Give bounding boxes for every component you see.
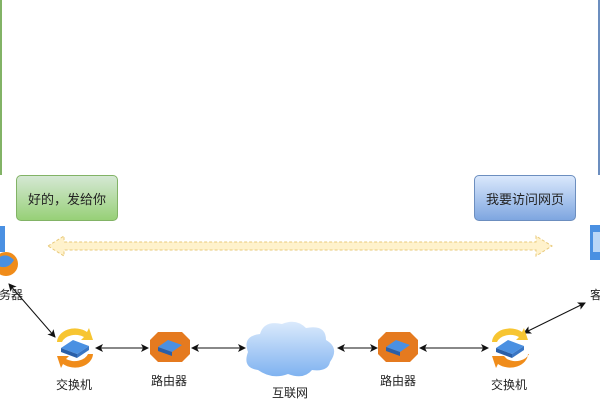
router-right-label: 路由器 [380,374,417,388]
data-flow-arrow [47,235,553,257]
internet-cloud-icon [246,321,335,377]
client-request-message: 我要访问网页 [474,175,576,221]
router-right-icon [378,332,418,362]
client-icon [590,225,600,260]
router-left-label: 路由器 [151,374,188,388]
server-reply-message: 好的，发给你 [16,175,118,221]
links [8,283,586,352]
server-label: 务器 [0,288,24,302]
switch-right-icon [492,328,529,368]
switch-left-icon [57,328,93,368]
switch-left-label: 交换机 [56,378,93,392]
server-icon [0,226,18,276]
switch-right-label: 交换机 [491,378,528,392]
internet-label: 互联网 [272,386,309,400]
client-label: 客 [590,288,600,302]
router-left-icon [150,332,190,362]
